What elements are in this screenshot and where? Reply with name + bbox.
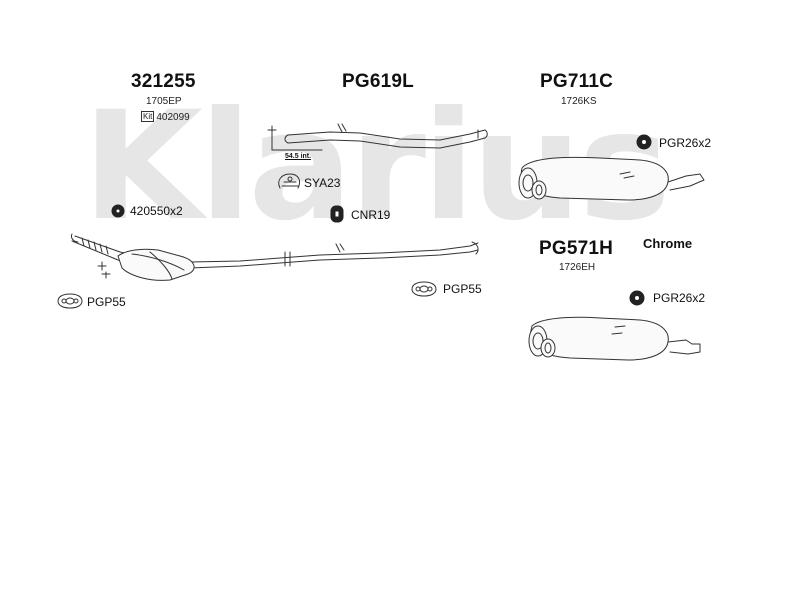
part-ref-pg571h: 1726EH bbox=[559, 262, 596, 273]
rubber-hanger-icon bbox=[330, 205, 344, 223]
rubber-mount-top-icon bbox=[636, 134, 652, 150]
intermediate-pipe bbox=[267, 123, 488, 151]
part-ref-321255: 1705EP bbox=[146, 96, 182, 107]
accessory-pgr26-top: PGR26x2 bbox=[659, 136, 712, 150]
clamp-icon bbox=[278, 173, 301, 189]
accessory-pgp55-mid: PGP55 bbox=[443, 282, 482, 296]
rubber-mount-icon bbox=[111, 204, 125, 218]
part-code-pg619l: PG619L bbox=[342, 71, 414, 92]
rear-silencer-pg711c bbox=[518, 156, 705, 201]
dimension-label: 54.5 int. bbox=[285, 153, 312, 160]
rubber-mount-bottom-icon bbox=[629, 290, 645, 306]
kit-ref-number: 402099 bbox=[156, 112, 190, 123]
accessory-pgr26-bottom: PGR26x2 bbox=[653, 291, 706, 305]
part-code-pg571h: PG571H bbox=[539, 238, 614, 259]
accessory-cnr19: CNR19 bbox=[351, 208, 391, 222]
part-code-pg711c: PG711C bbox=[540, 71, 614, 92]
part-ref-pg711c: 1726KS bbox=[561, 96, 597, 107]
kit-icon: Kit bbox=[141, 111, 155, 122]
finish-label: Chrome bbox=[643, 236, 693, 251]
catalyst-front-pipe bbox=[71, 233, 479, 281]
gasket-mid-icon bbox=[411, 281, 437, 297]
accessory-420550: 420550x2 bbox=[130, 204, 183, 218]
accessory-sya23: SYA23 bbox=[304, 176, 341, 190]
part-code-321255: 321255 bbox=[131, 71, 196, 92]
accessory-pgp55-left: PGP55 bbox=[87, 295, 126, 309]
gasket-left-icon bbox=[57, 293, 83, 309]
rear-silencer-pg571h bbox=[528, 316, 701, 361]
